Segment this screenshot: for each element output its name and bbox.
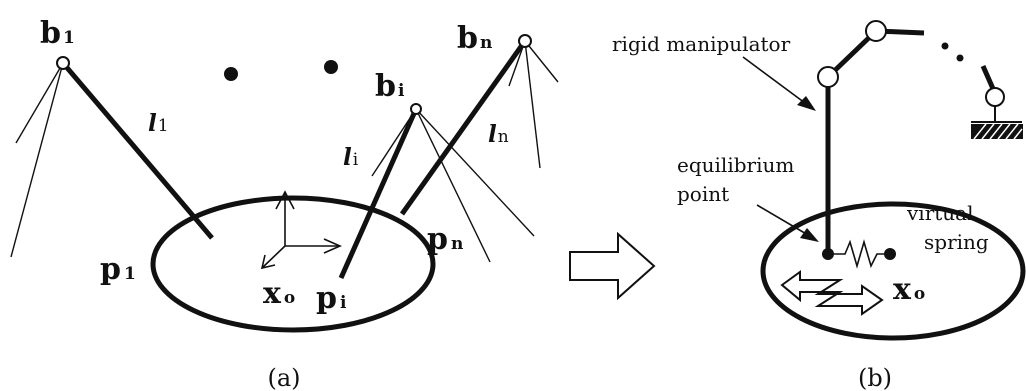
callout-equilibrium-point	[756, 204, 819, 242]
caption-a: (a)	[267, 364, 300, 391]
ellipsis-dot	[956, 54, 964, 62]
label-point: point	[677, 182, 729, 206]
ellipsis-dot	[941, 42, 949, 50]
transition-arrow	[569, 231, 656, 301]
leg-i	[338, 103, 535, 280]
zigzag-arrow	[780, 270, 884, 316]
label-li: li	[343, 144, 359, 171]
object-ellipse-b	[760, 201, 1026, 341]
joint-bi	[410, 103, 422, 115]
ellipsis-dot	[324, 60, 338, 74]
rigid-manipulator	[817, 20, 1005, 252]
label-virtual: virtual	[906, 201, 974, 225]
virtual-spring	[834, 239, 884, 269]
label-l1: l1	[148, 110, 169, 137]
label-equilibrium: equilibrium	[677, 153, 794, 177]
leg-1	[10, 56, 214, 258]
leg-n	[399, 34, 559, 216]
caption-b: (b)	[858, 364, 892, 391]
object-ellipse-a	[150, 195, 436, 333]
joint	[985, 87, 1005, 107]
ellipsis-dot	[224, 67, 238, 81]
joint	[865, 20, 887, 42]
callout-rigid-manipulator	[742, 56, 816, 111]
ground-base	[971, 121, 1023, 140]
label-rigid-manipulator: rigid manipulator	[612, 32, 791, 56]
equilibrium-point	[822, 248, 834, 260]
spring-end-point	[884, 248, 896, 260]
joint-b1	[56, 56, 70, 70]
label-ln: ln	[488, 121, 509, 148]
joint-bn	[518, 34, 532, 48]
object-frame-axes	[260, 190, 342, 270]
label-spring: spring	[924, 230, 989, 254]
panel-b: rigid manipulator equilibrium point virt…	[612, 20, 1026, 391]
joint	[817, 66, 839, 88]
